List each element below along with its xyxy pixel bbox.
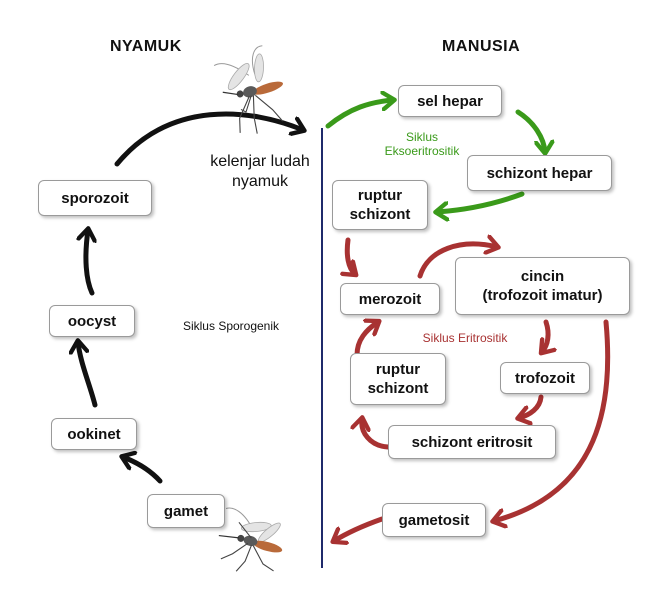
- arrow-selhepar-schizonthepar: [515, 109, 545, 152]
- box-gametosit: gametosit: [382, 503, 486, 537]
- arrow-oocyst-sporozoit: [86, 230, 92, 296]
- box-schizont-hepar-label: schizont hepar: [486, 164, 593, 182]
- box-ruptur-schizont-bottom-line1: ruptur: [375, 361, 421, 378]
- box-merozoit-label: merozoit: [358, 290, 422, 308]
- box-merozoit: merozoit: [340, 283, 440, 315]
- mosquito-icon-bottom: [218, 507, 283, 572]
- arrow-cincin-gametosit: [494, 319, 611, 521]
- box-ookinet-label: ookinet: [67, 425, 121, 443]
- label-kelenjar-line2: nyamuk: [231, 173, 289, 190]
- box-oocyst: oocyst: [49, 305, 135, 337]
- arrow-trofozoit-schizonteri: [519, 394, 544, 418]
- box-ruptur-schizont-top-line1: ruptur: [357, 187, 403, 204]
- mosquito-icon-top: [213, 45, 284, 134]
- label-siklus-eksoeritrositik: Siklus Eksoeritrositik: [362, 130, 482, 158]
- arrow-schizonthepar-ruptur: [437, 191, 525, 212]
- box-ruptur-schizont-bottom-line2: schizont: [367, 380, 429, 397]
- box-ruptur-schizont-bottom: ruptur schizont: [350, 353, 446, 405]
- arrow-ookinet-oocyst: [78, 342, 98, 408]
- arrow-ruptur-merozoit-2: [354, 322, 378, 358]
- box-sporozoit: sporozoit: [38, 180, 152, 216]
- heading-manusia: MANUSIA: [442, 38, 521, 55]
- arrow-entry-selhepar: [325, 100, 393, 129]
- box-cincin-line2: (trofozoit imatur): [482, 287, 603, 304]
- box-trofozoit: trofozoit: [500, 362, 590, 394]
- label-kelenjar-line1: kelenjar ludah: [210, 153, 310, 170]
- box-sel-hepar: sel hepar: [398, 85, 502, 117]
- label-siklus-exo-line2: Eksoeritrositik: [384, 144, 460, 158]
- box-gamet-label: gamet: [163, 502, 209, 520]
- box-schizont-eritrosit-label: schizont eritrosit: [411, 433, 533, 451]
- box-gamet: gamet: [147, 494, 225, 528]
- box-cincin-line1: cincin: [520, 268, 565, 285]
- label-siklus-sporogenik: Siklus Sporogenik: [182, 319, 280, 333]
- arrow-ruptur-merozoit: [347, 237, 355, 274]
- box-trofozoit-label: trofozoit: [515, 369, 575, 387]
- box-cincin: cincin (trofozoit imatur): [455, 257, 630, 315]
- box-sporozoit-label: sporozoit: [61, 189, 129, 207]
- label-siklus-exo-line1: Siklus: [405, 130, 438, 144]
- arrow-gamet-ookinet: [123, 457, 163, 484]
- arrow-schizonteri-ruptur: [362, 419, 391, 450]
- arrow-gametosit-exit: [334, 516, 385, 541]
- label-kelenjar-ludah: kelenjar ludah nyamuk: [186, 152, 334, 192]
- arrow-merozoit-cincin: [417, 244, 497, 279]
- box-ruptur-schizont-top-line2: schizont: [349, 206, 411, 223]
- box-schizont-eritrosit: schizont eritrosit: [388, 425, 556, 459]
- label-siklus-eritrositik: Siklus Eritrositik: [422, 331, 508, 345]
- heading-nyamuk: NYAMUK: [110, 38, 182, 55]
- box-ookinet: ookinet: [51, 418, 137, 450]
- box-oocyst-label: oocyst: [67, 312, 117, 330]
- box-gametosit-label: gametosit: [398, 511, 470, 529]
- box-sel-hepar-label: sel hepar: [417, 92, 483, 110]
- arrow-sporozoit-kelenjar: [114, 111, 303, 167]
- box-schizont-hepar: schizont hepar: [467, 155, 612, 191]
- box-ruptur-schizont-top: ruptur schizont: [332, 180, 428, 230]
- arrow-cincin-trofozoit: [542, 319, 548, 352]
